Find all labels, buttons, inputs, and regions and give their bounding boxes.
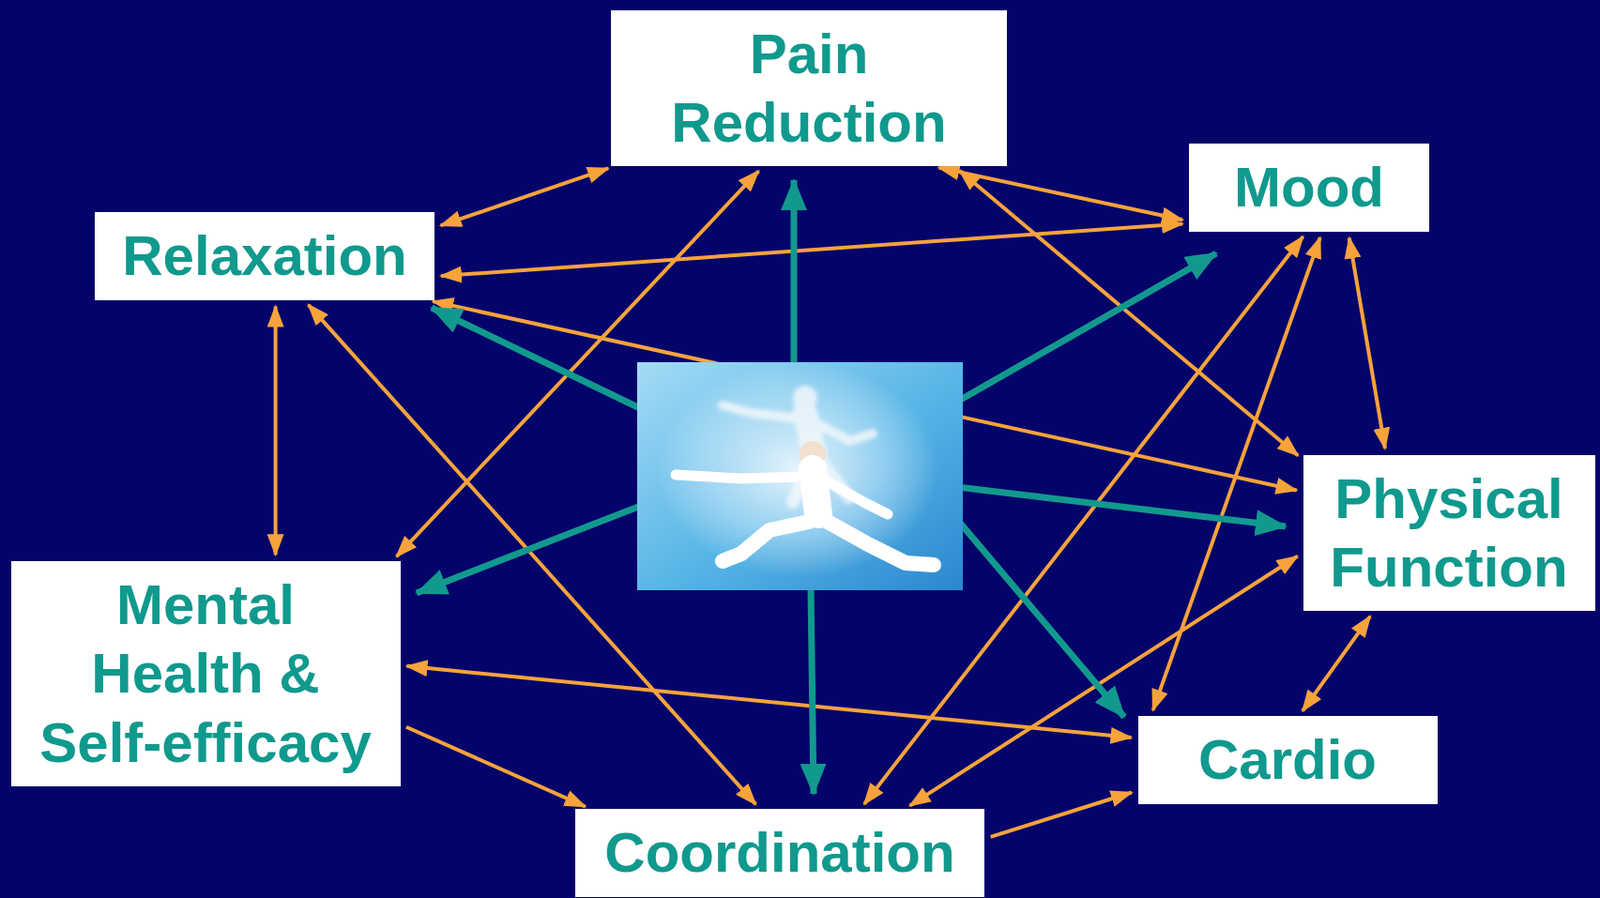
box-label: Physical Function xyxy=(1322,464,1577,602)
teal-arrows xyxy=(416,180,1286,794)
figure-body xyxy=(812,469,819,515)
benefit-box: Cardio xyxy=(1138,716,1438,804)
benefit-box: Mood xyxy=(1188,143,1430,231)
box-label: Cardio xyxy=(1157,725,1419,794)
relation-arrow xyxy=(441,224,1183,277)
teal-arrow xyxy=(791,180,798,366)
figure-arm xyxy=(675,474,804,479)
figure-arm xyxy=(825,480,888,515)
figure-arm xyxy=(722,405,798,419)
teal-arrow xyxy=(959,521,1125,717)
benefit-box: Coordination xyxy=(575,808,985,897)
relation-arrow xyxy=(406,666,1131,738)
box-label: Coordination xyxy=(594,818,966,887)
relation-arrow xyxy=(406,727,586,808)
picture-glow xyxy=(656,361,939,578)
teal-arrow xyxy=(810,586,814,794)
teal-arrow xyxy=(957,487,1286,527)
relation-arrow xyxy=(441,167,609,226)
back-figure xyxy=(722,385,873,503)
benefit-box: Mental Health & Self-efficacy xyxy=(11,561,401,787)
figure-arm xyxy=(814,422,873,442)
picture-ground xyxy=(637,362,963,591)
teal-arrow xyxy=(431,307,646,412)
figure-leg xyxy=(722,521,809,562)
relation-arrow xyxy=(1302,616,1371,712)
box-label: Relaxation xyxy=(113,221,416,290)
benefit-box: Pain Reduction xyxy=(610,10,1007,167)
relation-arrow xyxy=(990,792,1132,838)
figure-leg xyxy=(827,521,934,565)
box-label: Mental Health & Self-efficacy xyxy=(30,570,382,778)
benefit-box: Relaxation xyxy=(94,212,435,300)
relation-arrow xyxy=(1153,237,1321,711)
box-label: Mood xyxy=(1207,152,1411,222)
teal-arrow xyxy=(957,253,1217,402)
front-figure xyxy=(675,441,934,565)
relation-arrow xyxy=(274,306,278,556)
relation-arrow xyxy=(1349,237,1386,448)
teal-arrow xyxy=(416,503,646,594)
benefit-box: Physical Function xyxy=(1303,455,1596,611)
tai-chi-picture xyxy=(637,361,963,591)
box-label: Pain Reduction xyxy=(629,19,989,157)
relation-arrow xyxy=(938,167,1183,221)
